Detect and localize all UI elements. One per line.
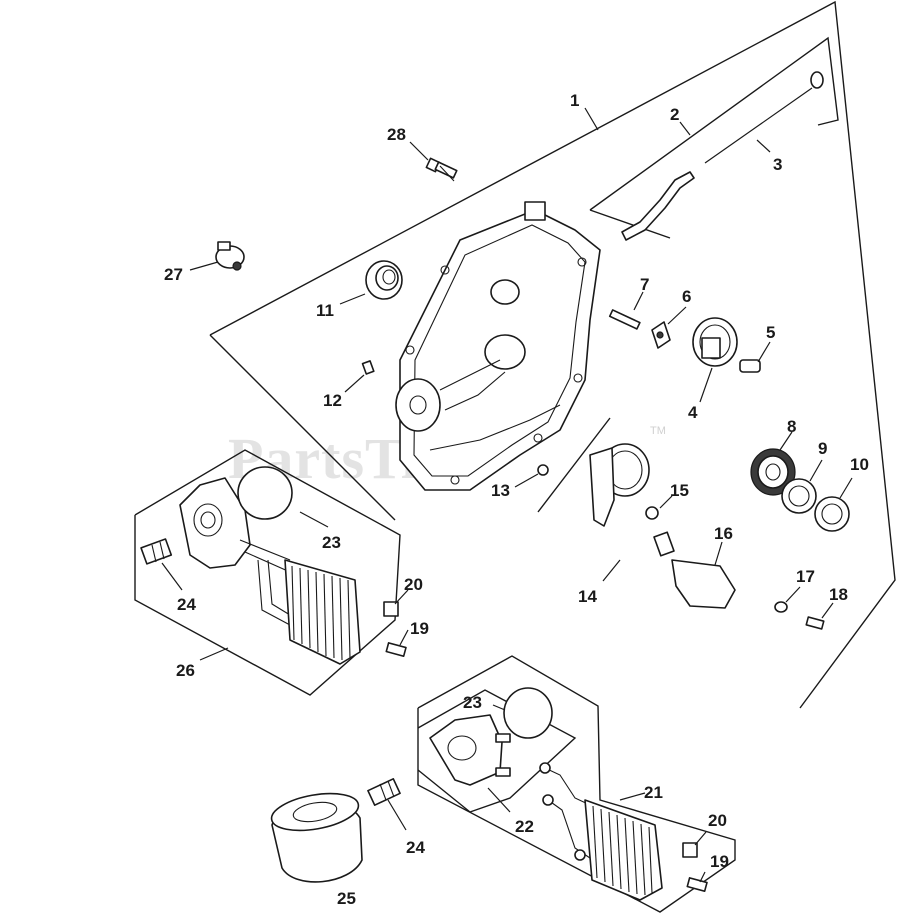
nipple-24-lower: [367, 778, 401, 806]
callout-24-lower: 24: [406, 838, 425, 857]
assembly-21-outline: [417, 655, 736, 913]
callout-26: 26: [176, 661, 195, 680]
callout-5: 5: [766, 323, 775, 342]
oil-seal-11: [365, 260, 403, 300]
dowel-pin-12: [361, 360, 375, 375]
callout-20-lower: 20: [708, 811, 727, 830]
callout-24-upper: 24: [177, 595, 196, 614]
callout-9: 9: [818, 439, 827, 458]
callout-20-upper: 20: [404, 575, 423, 594]
dipstick-3: [704, 71, 824, 164]
oil-filter-25: [270, 792, 363, 883]
callout-2: 2: [670, 105, 679, 124]
washer-17: [774, 601, 788, 613]
oil-cooler-21: [539, 762, 663, 901]
callout-21: 21: [644, 783, 663, 802]
callout-19-lower: 19: [710, 852, 729, 871]
washer-10: [814, 496, 850, 532]
clip-20-upper: [383, 601, 399, 617]
washer-9: [781, 478, 817, 514]
o-ring-15: [645, 506, 659, 520]
callout-23-lower: 23: [463, 693, 482, 712]
bolt-19-upper: [385, 642, 407, 657]
callout-14: 14: [578, 587, 597, 606]
callout-19-upper: 19: [410, 619, 429, 638]
bolt-18: [805, 616, 825, 630]
callout-28: 28: [387, 125, 406, 144]
callout-16: 16: [714, 524, 733, 543]
gasket-23-lower: [503, 687, 553, 739]
callout-17: 17: [796, 567, 815, 586]
assembly-1-outline: [209, 0, 896, 709]
callout-18: 18: [829, 585, 848, 604]
callout-22: 22: [515, 817, 534, 836]
clip-20-lower: [682, 842, 698, 858]
dipstick-tube-2: [621, 171, 695, 241]
callout-labels: 1 2 3 4 5 6 7 8 9 10 11 12 13 14 15 16 1…: [164, 91, 869, 908]
bolt-28: [425, 157, 458, 182]
callout-1: 1: [570, 91, 579, 110]
callout-27: 27: [164, 265, 183, 284]
o-ring-13: [537, 464, 549, 476]
governor-gear-4: [692, 317, 738, 367]
gasket-23-upper: [237, 466, 293, 520]
closure-plate: [395, 201, 601, 491]
leader-lines: [161, 107, 853, 883]
callout-12: 12: [323, 391, 342, 410]
cooler-adapter-22: [429, 714, 511, 786]
bolt-19-lower: [686, 877, 708, 892]
callout-25: 25: [337, 889, 356, 908]
assembly-2-outline: [589, 36, 839, 211]
nipple-24-upper: [140, 538, 173, 565]
callout-3: 3: [773, 155, 782, 174]
shaft-5: [739, 359, 761, 373]
cooler-adapter-upper: [179, 477, 291, 626]
callout-7: 7: [640, 275, 649, 294]
callout-13: 13: [491, 481, 510, 500]
thrust-bearing-8: [750, 448, 796, 496]
shaft-pin-7: [608, 309, 641, 330]
watermark-trademark: TM: [650, 425, 666, 437]
callout-4: 4: [688, 403, 698, 422]
assembly-2-lower-edge: [589, 209, 671, 239]
callout-6: 6: [682, 287, 691, 306]
callout-15: 15: [670, 481, 689, 500]
callout-8: 8: [787, 417, 796, 436]
callout-23-upper: 23: [322, 533, 341, 552]
assembly-26-outline: [134, 449, 401, 696]
oil-pickup-16: [653, 531, 736, 609]
oil-cooler-26: [284, 559, 361, 665]
oil-pump-14: [589, 443, 650, 527]
callout-10: 10: [850, 455, 869, 474]
assembly-14-outline: [537, 417, 611, 513]
callout-11: 11: [316, 301, 334, 320]
assembly-1-lower-edge: [209, 334, 396, 521]
breather-valve-27: [215, 241, 245, 271]
bracket-6: [651, 321, 671, 349]
